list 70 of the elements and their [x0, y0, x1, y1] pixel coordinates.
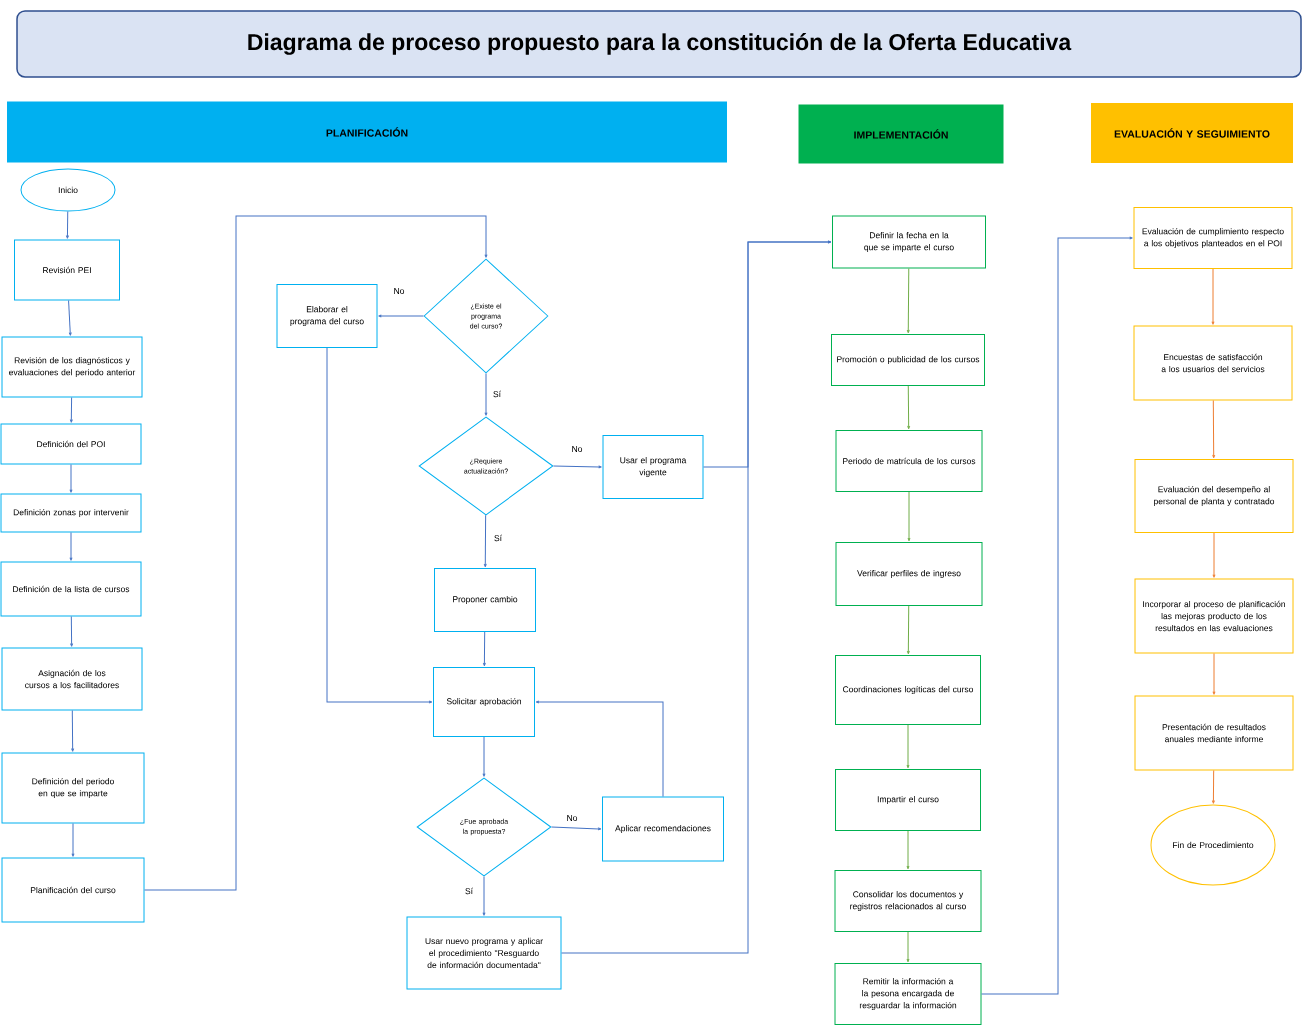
- arrow: [483, 514, 487, 568]
- arrow: [70, 616, 74, 647]
- arrow: [68, 300, 72, 336]
- edge-label: Sí: [493, 533, 503, 543]
- arrow: [66, 211, 69, 239]
- arrow: [484, 373, 488, 416]
- process-box: Incorporar al proceso de planificación las mejoras producto de los resultados en las evaluaciones: [1134, 578, 1294, 654]
- process-box: Definir la fecha en la que se imparte el curso: [832, 215, 986, 269]
- process-box: Aplicar recomendaciones: [602, 796, 724, 862]
- process-box: Planificación del curso: [1, 857, 145, 923]
- arrow: [71, 823, 75, 857]
- phase-header: EVALUACIÓN Y SEGUIMIENTO: [1091, 103, 1293, 163]
- process-box: Coordinaciones logíticas del curso: [835, 655, 981, 725]
- arrow: [69, 397, 73, 423]
- arrow: [482, 736, 486, 777]
- phase-header: PLANIFICACIÓN: [7, 101, 727, 163]
- arrow: [144, 215, 488, 891]
- process-box: Elaborar el programa del curso: [276, 284, 378, 348]
- process-box: Usar el programa vigente: [602, 435, 704, 499]
- edge-label: Sí: [492, 389, 502, 399]
- arrow: [1211, 268, 1215, 325]
- arrow: [482, 631, 486, 667]
- edge-label: No: [570, 445, 584, 453]
- arrow: [1211, 770, 1215, 804]
- arrow: [71, 710, 75, 752]
- arrow: [906, 605, 910, 655]
- arrow: [906, 830, 910, 870]
- edge-label: Sí: [464, 886, 474, 896]
- arrow: [535, 700, 664, 797]
- edge-label: No: [565, 814, 579, 822]
- process-box: Revisión de los diagnósticos y evaluaciones del periodo anterior: [1, 336, 143, 398]
- process-box: Encuestas de satisfacción a los usuarios del servicios: [1133, 325, 1293, 401]
- process-box: Definición del periodo en que se imparte: [1, 752, 145, 824]
- process-box: Definición del POI: [0, 423, 142, 465]
- process-box: Verificar perfiles de ingreso: [835, 542, 983, 606]
- arrow: [1212, 532, 1216, 578]
- arrow: [378, 314, 424, 318]
- process-box: Asignación de los cursos a los facilitadores: [1, 647, 143, 711]
- arrow: [906, 931, 910, 963]
- arrow: [907, 491, 911, 542]
- arrow: [482, 876, 486, 916]
- process-box: Revisión PEI: [14, 239, 120, 301]
- arrow: [69, 464, 73, 493]
- process-box: Proponer cambio: [434, 568, 536, 632]
- arrow: [326, 347, 433, 704]
- arrow: [981, 236, 1133, 995]
- process-box: Consolidar los documentos y registros relacionados al curso: [834, 870, 982, 932]
- title-banner: Diagrama de proceso propuesto para la constitución de la Oferta Educativa: [16, 10, 1302, 78]
- arrow: [553, 465, 602, 469]
- arrow: [561, 240, 832, 954]
- process-box: Periodo de matrícula de los cursos: [835, 430, 983, 492]
- arrow: [1212, 400, 1216, 459]
- process-box: Evaluación del desempeño al personal de planta y contratado: [1134, 459, 1294, 533]
- phase-header: IMPLEMENTACIÓN: [798, 104, 1004, 164]
- process-box: Impartir el curso: [835, 769, 981, 831]
- process-box: Definición zonas por intervenir: [0, 493, 142, 533]
- process-box: Promoción o publicidad de los cursos: [831, 334, 985, 386]
- arrow: [69, 532, 73, 561]
- process-box: Solicitar aprobación: [433, 667, 535, 737]
- process-box: Usar nuevo programa y aplicar el procedimiento "Resguardo de información documentada": [406, 916, 562, 990]
- process-box: Evaluación de cumplimiento respecto a los objetivos planteados en el POI: [1133, 207, 1293, 269]
- arrow: [906, 268, 910, 334]
- process-box: Presentación de resultados anuales mediante informe: [1134, 695, 1294, 771]
- process-box: Remitir la información a la pesona encargada de resguardar la información: [834, 963, 982, 1025]
- arrow: [551, 826, 602, 831]
- edge-label: No: [392, 287, 406, 295]
- arrow: [1212, 653, 1216, 695]
- process-box: Definición de la lista de cursos: [0, 561, 142, 617]
- arrow: [906, 724, 910, 769]
- arrow: [907, 385, 911, 430]
